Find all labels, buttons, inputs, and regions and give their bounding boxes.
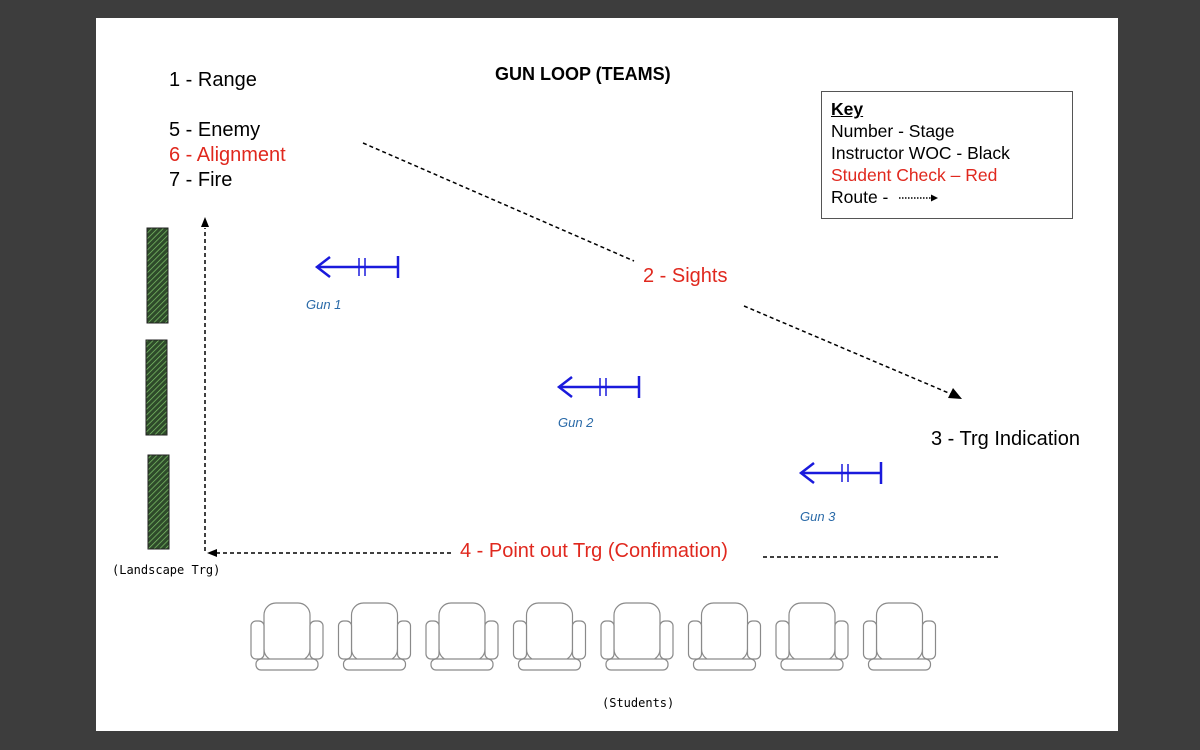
student-seat-icon bbox=[600, 602, 674, 671]
key-item-route: Route - bbox=[831, 186, 1072, 208]
stage-6-alignment: 6 - Alignment bbox=[169, 144, 286, 166]
key-legend: Key Number - Stage Instructor WOC - Blac… bbox=[821, 91, 1073, 219]
student-seat-icon bbox=[337, 602, 412, 671]
key-item-instructor-woc: Instructor WOC - Black bbox=[831, 143, 1010, 163]
route-arrowhead-landscape bbox=[207, 549, 217, 557]
diagram-canvas bbox=[145, 142, 999, 671]
student-seats bbox=[250, 602, 937, 671]
gun-2-label: Gun 2 bbox=[558, 415, 594, 430]
gun-3-label: Gun 3 bbox=[800, 509, 836, 524]
student-seat-icon bbox=[250, 602, 324, 671]
route-arrowhead-trg-indication bbox=[948, 388, 962, 399]
landscape-target-panel bbox=[145, 339, 168, 436]
gun-2-icon bbox=[556, 376, 641, 398]
landscape-target-panel bbox=[147, 454, 170, 550]
dotted-arrow-icon bbox=[899, 194, 939, 202]
students-label: (Students) bbox=[602, 696, 675, 710]
landscape-target-panel bbox=[146, 227, 169, 324]
stage-3-trg-indication: 3 - Trg Indication bbox=[931, 428, 1080, 450]
route-line-to-trg-indication bbox=[743, 305, 952, 395]
gun-3-icon bbox=[798, 462, 883, 484]
stage-4-point-out-trg: 4 - Point out Trg (Confimation) bbox=[460, 540, 728, 562]
route-arrowhead-up bbox=[201, 217, 209, 227]
diagram-title: GUN LOOP (TEAMS) bbox=[495, 64, 671, 84]
gun-1-label: Gun 1 bbox=[306, 297, 342, 312]
key-heading: Key bbox=[831, 99, 864, 119]
landscape-target-label: (Landscape Trg) bbox=[112, 563, 221, 577]
key-item-student-check: Student Check – Red bbox=[831, 165, 998, 185]
key-item-route-label: Route - bbox=[831, 187, 889, 207]
student-seat-icon bbox=[425, 602, 499, 671]
student-seat-icon bbox=[687, 602, 762, 671]
stage-5-enemy: 5 - Enemy bbox=[169, 119, 261, 141]
student-seat-icon bbox=[862, 602, 937, 671]
stage-7-fire: 7 - Fire bbox=[169, 169, 233, 191]
diagram-page: 1 - Range 5 - Enemy 6 - Alignment 7 - Fi… bbox=[96, 18, 1118, 731]
route-line-to-sights bbox=[362, 142, 635, 262]
student-seat-icon bbox=[512, 602, 587, 671]
gun-1-icon bbox=[314, 256, 400, 278]
stage-2-sights: 2 - Sights bbox=[643, 265, 728, 287]
stage-1-range: 1 - Range bbox=[169, 69, 257, 91]
student-seat-icon bbox=[775, 602, 849, 671]
key-item-number-stage: Number - Stage bbox=[831, 121, 955, 141]
